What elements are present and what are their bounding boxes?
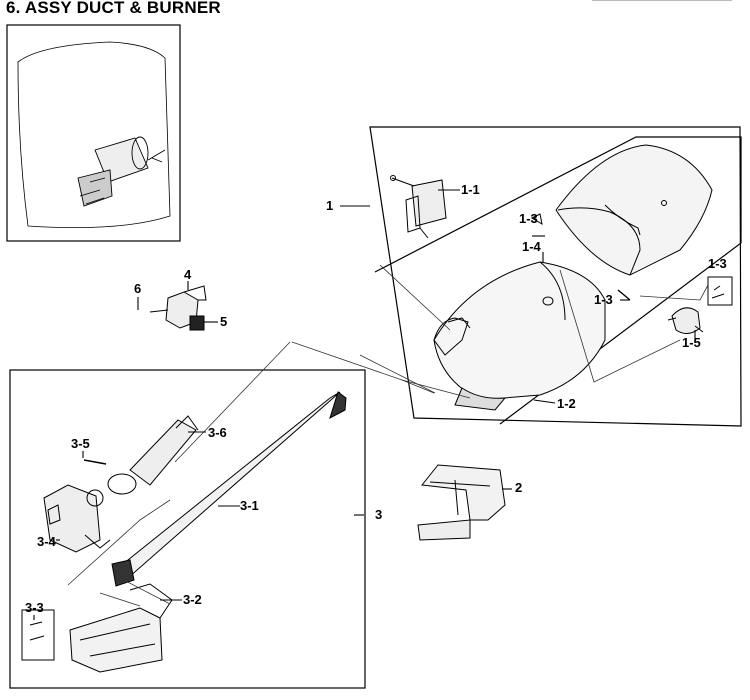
callout-3-6: 3-6	[208, 425, 227, 440]
callout-3-1: 3-1	[240, 498, 259, 513]
callout-1-1: 1-1	[461, 182, 480, 197]
page-title: 6. ASSY DUCT & BURNER	[6, 0, 221, 17]
callout-1: 1	[326, 198, 334, 213]
callout-2: 2	[515, 480, 523, 495]
screw-icon	[530, 213, 543, 226]
callout-5: 5	[220, 314, 228, 329]
duct-assembly-inner-frame	[374, 136, 742, 425]
callout-1-3-right: 1-3	[708, 256, 727, 271]
callout-1-4: 1-4	[522, 239, 541, 254]
screw-icon	[83, 459, 107, 465]
callout-1-3-rear: 1-3	[519, 211, 538, 226]
callout-3: 3	[375, 507, 383, 522]
main-duct-icon	[433, 261, 606, 411]
thermostat-icon	[667, 276, 733, 334]
callout-1-3-mid: 1-3	[594, 292, 613, 307]
burner-tube-icon	[111, 391, 347, 587]
callout-3-2: 3-2	[183, 592, 202, 607]
callout-4: 4	[184, 267, 192, 282]
burner-base-bracket-icon	[21, 583, 173, 673]
manifold-icon	[107, 415, 199, 495]
gas-valve-icon	[43, 484, 111, 553]
overview-frame	[6, 24, 181, 242]
callout-1-5: 1-5	[682, 335, 701, 350]
rear-duct-icon	[555, 144, 713, 276]
callout-6: 6	[134, 281, 142, 296]
callout-3-4: 3-4	[37, 534, 56, 549]
burner-assembly-thumbnail-icon	[77, 136, 166, 207]
header-rule	[592, 0, 732, 1]
duct-bracket-icon	[390, 175, 447, 239]
screw-icon	[617, 289, 631, 301]
sensor-icon	[149, 285, 207, 331]
burner-bracket-icon	[417, 464, 506, 541]
duct-assembly-frame	[369, 126, 742, 427]
cabinet-outline-icon	[17, 41, 171, 229]
burner-assembly-frame	[9, 369, 366, 689]
callout-3-5: 3-5	[71, 436, 90, 451]
callout-1-2: 1-2	[557, 396, 576, 411]
callout-3-3: 3-3	[25, 600, 44, 615]
